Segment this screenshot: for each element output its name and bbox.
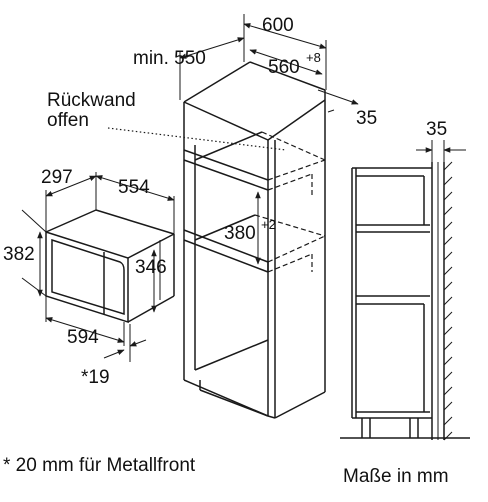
label-rueckwand: Rückwand: [47, 90, 136, 111]
dimension-lines: [21, 14, 466, 362]
dim-380: 380: [224, 223, 256, 244]
dim-35-right: 35: [356, 108, 377, 129]
dim-382: 382: [3, 244, 35, 265]
metal-front-note: * 20 mm für Metallfront: [3, 455, 196, 476]
microwave-oven: [45, 209, 175, 324]
units-note: Maße in mm: [343, 466, 449, 487]
dim-554: 554: [118, 177, 150, 198]
dim-297: 297: [41, 167, 73, 188]
dim-19: *19: [81, 367, 110, 388]
dim-560: 560: [268, 57, 300, 78]
dim-560-tolerance: +8: [306, 50, 321, 65]
dim-min-550: min. 550: [133, 48, 206, 69]
label-offen: offen: [47, 110, 89, 131]
dim-380-tolerance: +2: [261, 217, 276, 232]
dim-346: 346: [135, 257, 167, 278]
footer: * 20 mm für Metallfront Maße in mm: [3, 455, 449, 487]
dim-594: 594: [67, 327, 99, 348]
dim-35-side: 35: [426, 119, 447, 140]
dim-600: 600: [262, 15, 294, 36]
dimension-labels: 600 min. 550 560 +8 35 Rückwand offen 38…: [3, 15, 447, 388]
side-section-view: [340, 161, 470, 441]
